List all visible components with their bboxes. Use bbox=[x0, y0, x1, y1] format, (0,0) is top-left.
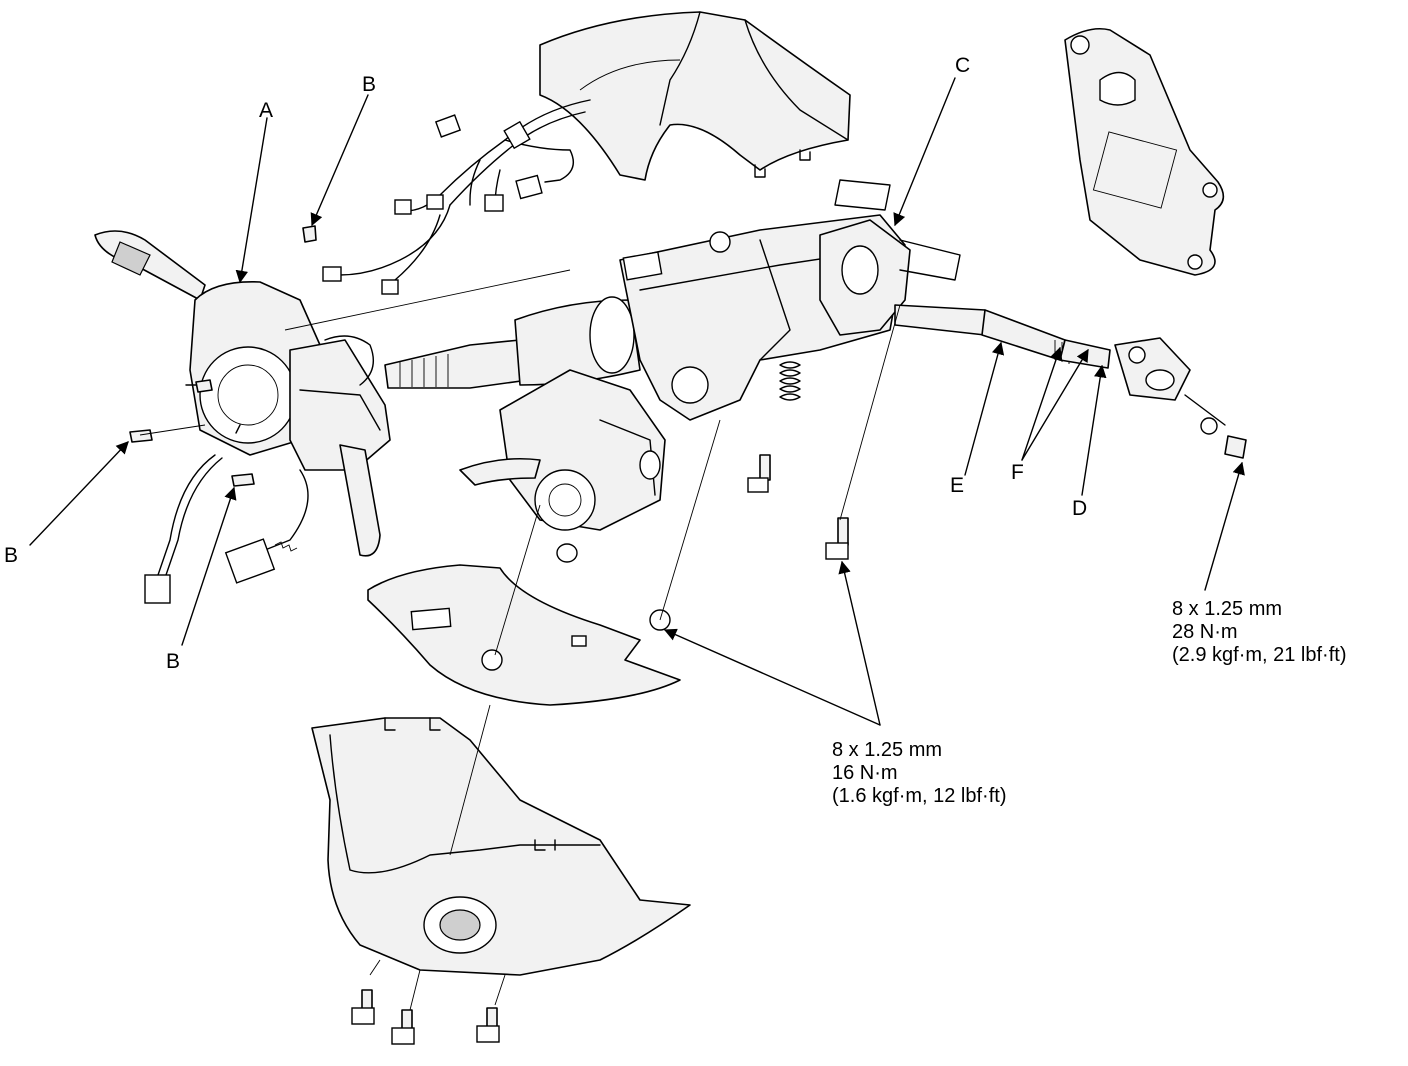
arrow-c bbox=[893, 77, 956, 227]
arrow-b-top bbox=[310, 94, 369, 227]
intermediate-shaft bbox=[894, 304, 1247, 459]
arrow-d bbox=[1081, 364, 1107, 496]
arrow-mount-bolt bbox=[838, 560, 881, 726]
callout-e: E bbox=[950, 474, 965, 497]
shaft-bolt-torque-nm: 28 N·m bbox=[1172, 621, 1238, 643]
callout-b-left: B bbox=[4, 544, 19, 567]
switch-mount-screws bbox=[129, 225, 317, 487]
column-mount-torque-nm: 16 N·m bbox=[832, 762, 898, 784]
torque-spec-column-mount: 8 x 1.25 mm 16 N·m (1.6 kgf·m, 12 lbf·ft… bbox=[832, 739, 1007, 808]
callout-arrows bbox=[29, 77, 1245, 726]
arrow-mount-nut bbox=[663, 628, 881, 726]
shaft-bolt-size: 8 x 1.25 mm bbox=[1172, 598, 1283, 620]
alignment-lines bbox=[139, 269, 901, 1011]
arrow-b-bottom bbox=[181, 486, 237, 646]
wiring-harness bbox=[322, 99, 591, 295]
combination-switch-assembly bbox=[94, 230, 391, 604]
upper-column-cover bbox=[539, 11, 851, 181]
arrow-f-2 bbox=[1021, 348, 1089, 461]
callout-d: D bbox=[1072, 497, 1088, 520]
shaft-bolt-torque-alt: (2.9 kgf·m, 21 lbf·ft) bbox=[1172, 644, 1347, 666]
arrow-e bbox=[964, 341, 1005, 476]
lower-bracket bbox=[367, 564, 681, 706]
arrow-b-left bbox=[29, 441, 129, 546]
column-mount-torque-alt: (1.6 kgf·m, 12 lbf·ft) bbox=[832, 785, 1007, 807]
callout-b-bottom: B bbox=[166, 650, 181, 673]
lower-column-cover bbox=[311, 717, 691, 1045]
arrow-f-1 bbox=[1021, 346, 1063, 461]
arrow-shaft-bolt bbox=[1204, 461, 1245, 591]
column-shield-panel bbox=[1064, 27, 1225, 276]
callout-f: F bbox=[1011, 461, 1024, 484]
callout-a: A bbox=[259, 99, 274, 122]
arrow-a bbox=[235, 117, 268, 284]
callout-b-top: B bbox=[362, 73, 377, 96]
steering-column bbox=[384, 179, 961, 631]
callout-c: C bbox=[955, 54, 971, 77]
torque-spec-shaft-bolt: 8 x 1.25 mm 28 N·m (2.9 kgf·m, 21 lbf·ft… bbox=[1172, 598, 1347, 667]
column-mount-size: 8 x 1.25 mm bbox=[832, 739, 943, 761]
